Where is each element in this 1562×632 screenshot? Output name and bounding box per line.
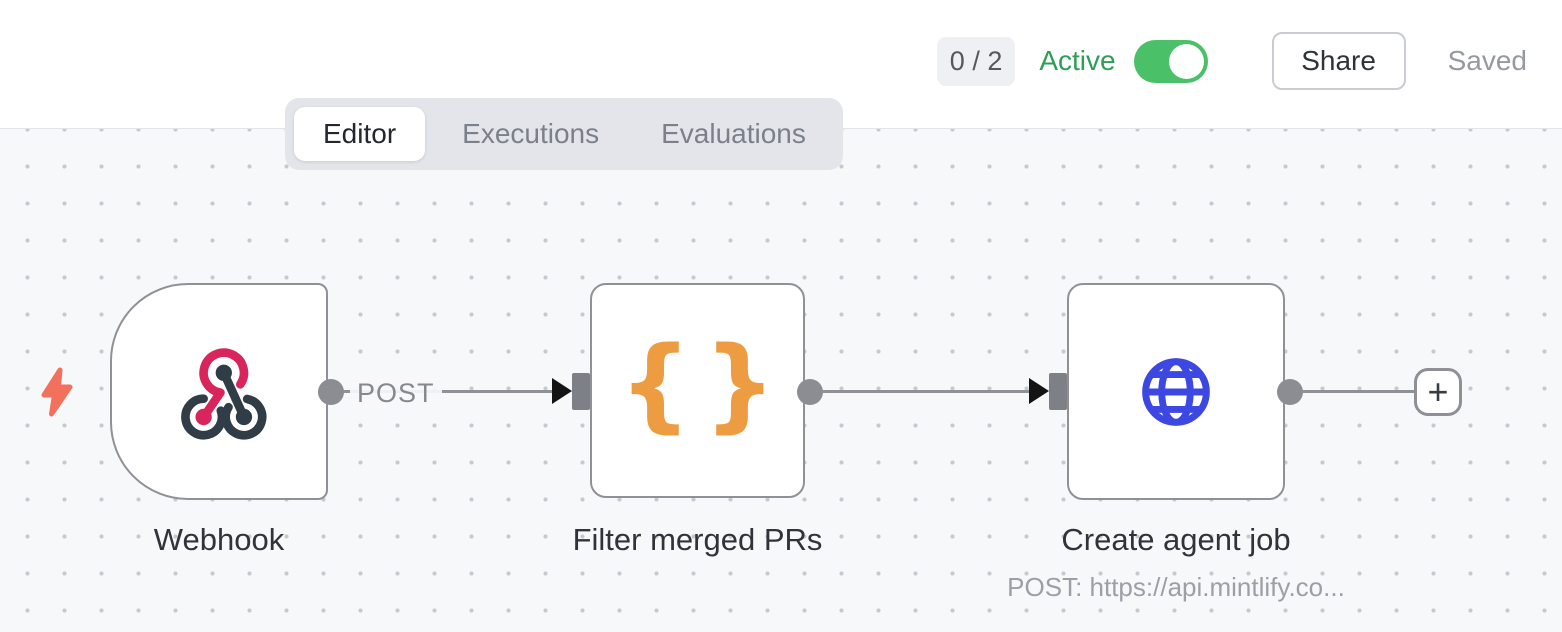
header-actions: 0 / 2 Active Share Saved xyxy=(936,0,1527,122)
webhook-icon xyxy=(181,347,267,440)
globe-icon xyxy=(1142,357,1210,426)
node-label-filter: Filter merged PRs xyxy=(572,522,823,557)
http-input-port[interactable] xyxy=(1049,373,1067,410)
http-output-connector[interactable] xyxy=(1277,379,1303,405)
node-label-http: Create agent job xyxy=(1061,522,1291,557)
trigger-lightning-icon xyxy=(41,367,73,417)
view-tabbar: Editor Executions Evaluations xyxy=(285,98,843,170)
plus-icon: + xyxy=(1427,371,1449,412)
node-webhook[interactable] xyxy=(110,283,328,500)
node-create-agent-job[interactable] xyxy=(1067,283,1285,500)
tab-evaluations[interactable]: Evaluations xyxy=(661,118,806,149)
add-node-button[interactable]: + xyxy=(1414,368,1462,416)
edge-arrowhead-icon xyxy=(552,378,572,404)
node-label-webhook: Webhook xyxy=(153,522,285,557)
webhook-output-connector[interactable] xyxy=(318,379,344,405)
tab-editor[interactable]: Editor xyxy=(294,107,426,161)
active-label: Active xyxy=(1039,45,1116,76)
edge-filter-to-http[interactable] xyxy=(823,390,1031,393)
code-braces-icon: {} xyxy=(618,324,789,444)
node-filter-merged-prs[interactable]: {} xyxy=(590,283,805,498)
edge-http-to-add[interactable] xyxy=(1303,390,1416,393)
toggle-knob-icon xyxy=(1168,43,1204,79)
filter-output-connector[interactable] xyxy=(797,379,823,405)
tab-executions[interactable]: Executions xyxy=(462,118,600,149)
active-toggle[interactable] xyxy=(1133,39,1208,83)
issues-counter-badge[interactable]: 0 / 2 xyxy=(936,36,1016,86)
saved-status: Saved xyxy=(1447,45,1527,76)
filter-input-port[interactable] xyxy=(572,373,590,410)
webhook-output-post-label: POST xyxy=(350,376,442,410)
edge-arrowhead-icon xyxy=(1029,378,1049,404)
share-button[interactable]: Share xyxy=(1271,32,1406,90)
edge-webhook-to-filter[interactable] xyxy=(340,390,556,393)
node-subtitle-http: POST: https://api.mintlify.co... xyxy=(1007,572,1345,602)
